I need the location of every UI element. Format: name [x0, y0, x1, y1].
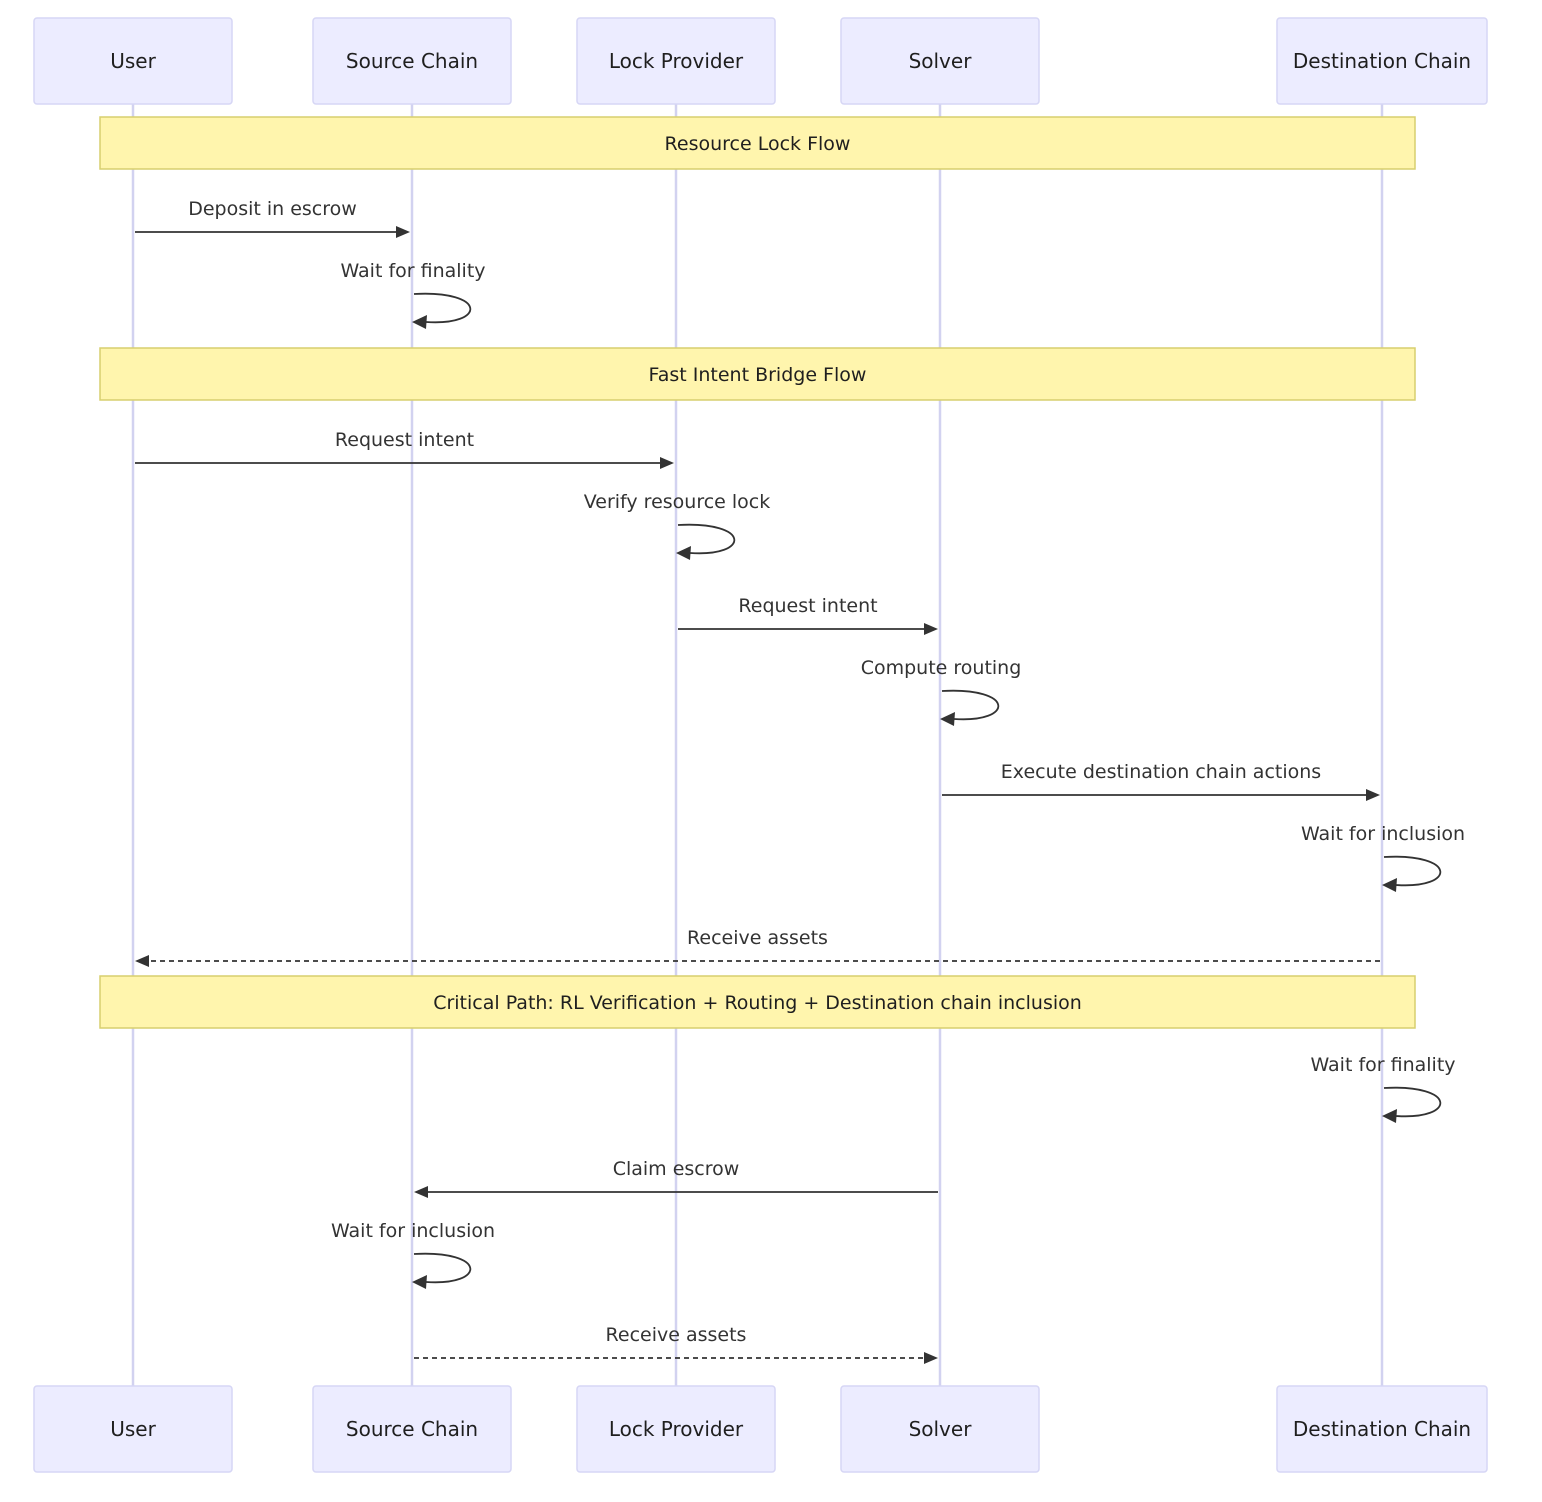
actor-source-bottom: Source Chain [312, 1385, 512, 1473]
note-text: Fast Intent Bridge Flow [649, 364, 867, 386]
message: Deposit in escrow [135, 198, 410, 238]
actor-box [33, 1385, 233, 1473]
actor-user-bottom: User [33, 1385, 233, 1473]
self-message-label: Wait for inclusion [1301, 823, 1465, 845]
self-loop [1383, 1086, 1442, 1118]
actor-label: User [110, 49, 156, 73]
arrowhead [396, 226, 410, 238]
self-message: Wait for inclusion [1301, 823, 1465, 892]
note-box [99, 975, 1416, 1029]
arrowhead [412, 1275, 427, 1289]
actor-dest-bottom: Destination Chain [1276, 1385, 1488, 1473]
actor-box [1276, 1385, 1488, 1473]
self-message-label: Compute routing [861, 657, 1022, 679]
actor-label: Lock Provider [609, 1417, 744, 1441]
message: Execute destination chain actions [942, 761, 1380, 801]
arrowhead [1366, 789, 1380, 801]
self-loop [1383, 855, 1442, 887]
note: Resource Lock Flow [99, 116, 1416, 170]
note-text: Critical Path: RL Verification + Routing… [433, 992, 1082, 1014]
note-box [99, 347, 1416, 401]
message-label: Claim escrow [613, 1158, 740, 1180]
arrowhead [660, 457, 674, 469]
message: Request intent [678, 595, 938, 635]
message-label: Request intent [335, 429, 474, 451]
self-message: Wait for inclusion [331, 1220, 495, 1289]
actor-solver-top: Solver [840, 17, 1040, 105]
actor-label: Source Chain [346, 1417, 478, 1441]
arrowhead [924, 1352, 938, 1364]
arrowhead [676, 546, 691, 560]
self-loop [413, 292, 472, 324]
actor-box [576, 17, 776, 105]
note-box [99, 116, 1416, 170]
actor-user-top: User [33, 17, 233, 105]
self-loop [677, 523, 736, 555]
actor-label: Lock Provider [609, 49, 744, 73]
actor-box [576, 1385, 776, 1473]
self-message: Wait for finality [1310, 1054, 1456, 1123]
message-label: Receive assets [687, 927, 828, 949]
actor-box [840, 1385, 1040, 1473]
actor-label: Destination Chain [1293, 1417, 1471, 1441]
actor-source-top: Source Chain [312, 17, 512, 105]
arrowhead [1382, 878, 1397, 892]
message-label: Receive assets [606, 1324, 747, 1346]
self-message-label: Verify resource lock [584, 491, 771, 513]
actor-box [840, 17, 1040, 105]
actor-box [312, 17, 512, 105]
actor-label: Source Chain [346, 49, 478, 73]
actor-lock-top: Lock Provider [576, 17, 776, 105]
actor-solver-bottom: Solver [840, 1385, 1040, 1473]
actor-label: Solver [909, 1417, 973, 1441]
arrowhead [412, 315, 427, 329]
arrowhead [135, 955, 149, 967]
self-loop [413, 1252, 472, 1284]
self-message-label: Wait for finality [340, 260, 485, 282]
message-label: Deposit in escrow [188, 198, 357, 220]
arrowhead [924, 623, 938, 635]
actor-dest-top: Destination Chain [1276, 17, 1488, 105]
actor-label: User [110, 1417, 156, 1441]
actor-label: Solver [909, 49, 973, 73]
self-loop [941, 689, 1000, 721]
message-label: Request intent [738, 595, 877, 617]
message: Claim escrow [414, 1158, 938, 1198]
note: Critical Path: RL Verification + Routing… [99, 975, 1416, 1029]
message-label: Execute destination chain actions [1001, 761, 1321, 783]
actor-lock-bottom: Lock Provider [576, 1385, 776, 1473]
actor-label: Destination Chain [1293, 49, 1471, 73]
arrowhead [1382, 1109, 1397, 1123]
self-message-label: Wait for inclusion [331, 1220, 495, 1242]
self-message: Verify resource lock [584, 491, 771, 560]
message: Receive assets [414, 1324, 938, 1364]
arrowhead [940, 712, 955, 726]
actor-box [33, 17, 233, 105]
arrowhead [414, 1186, 428, 1198]
message: Request intent [135, 429, 674, 469]
actor-box [1276, 17, 1488, 105]
message: Receive assets [135, 927, 1380, 967]
note: Fast Intent Bridge Flow [99, 347, 1416, 401]
self-message: Wait for finality [340, 260, 486, 329]
lifelines [131, 104, 1384, 1386]
self-message: Compute routing [861, 657, 1022, 726]
self-message-label: Wait for finality [1310, 1054, 1455, 1076]
note-text: Resource Lock Flow [665, 133, 851, 155]
actor-box [312, 1385, 512, 1473]
